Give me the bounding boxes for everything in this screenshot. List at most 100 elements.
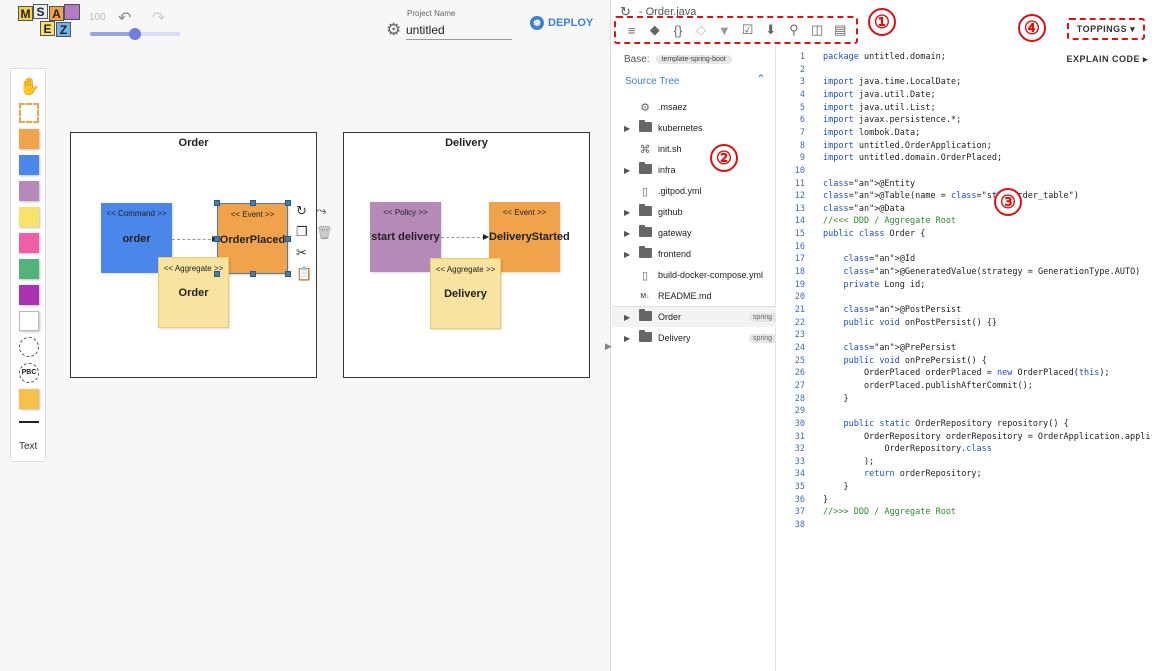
aggregate-sticky-tool[interactable] (19, 207, 39, 227)
clipboard-icon[interactable]: 📋 (296, 266, 313, 281)
issue-sticky-tool[interactable] (19, 285, 39, 305)
explain-code-button[interactable]: EXPLAIN CODE ▸ (1066, 54, 1148, 65)
aggregate-sticky-order[interactable]: << Aggregate >> Order (158, 257, 229, 328)
project-name-input[interactable] (406, 20, 512, 40)
pbc-tool-icon[interactable]: PBC (19, 363, 39, 383)
folder-icon (638, 224, 652, 240)
tree-item-build-docker-compose-yml[interactable]: ▯build-docker-compose.yml (612, 265, 776, 285)
command-event-relation[interactable] (172, 239, 216, 240)
code-line: 19 private Long id; (777, 279, 926, 292)
code-text: class="an">@Id (843, 254, 916, 265)
toppings-button[interactable]: TOPPINGS ▾ (1067, 18, 1145, 40)
project-name-label: Project Name (407, 9, 456, 18)
braces-icon[interactable]: {} (673, 22, 683, 38)
code-text: return orderRepository; (863, 469, 982, 480)
code-text: OrderPlaced orderPlaced = new OrderPlace… (823, 368, 1110, 379)
bounded-context-tool-icon[interactable] (19, 103, 39, 123)
trash-icon[interactable]: 🗑 (316, 225, 333, 240)
code-toolbar: ≡ ◆ {} ◇ ▼ ☑ ⬇ ⚲ ◫ ▤ (614, 16, 858, 44)
source-tree-header[interactable]: Source Tree (625, 76, 680, 87)
panel-collapse-toggle-icon[interactable]: ▶ (605, 341, 612, 351)
resize-handle[interactable] (285, 271, 291, 277)
policy-event-relation[interactable] (441, 237, 485, 238)
note-sticky-tool[interactable] (19, 389, 39, 409)
tree-item-readme-md[interactable]: M↓README.md (612, 286, 776, 306)
line-number: 12 (794, 191, 805, 202)
rotate-icon[interactable]: ↻ (296, 203, 307, 218)
tree-item--msaez[interactable]: ⚙.msaez (612, 97, 776, 117)
hand-pan-icon[interactable]: ✋ (19, 77, 41, 96)
event-sticky-tool[interactable] (19, 129, 39, 149)
resize-handle[interactable] (214, 236, 220, 242)
chevron-right-icon[interactable]: ▶ (624, 207, 631, 217)
diff-icon[interactable]: ◇ (696, 22, 707, 37)
resize-handle[interactable] (214, 200, 220, 206)
tree-item-frontend[interactable]: ▶frontend (612, 244, 776, 264)
policy-sticky-tool[interactable] (19, 181, 39, 201)
command-sticky-tool[interactable] (19, 155, 39, 175)
code-line: 35 } (777, 481, 849, 494)
relation-arrowhead (483, 234, 489, 240)
chevron-right-icon[interactable]: ▶ (624, 312, 631, 322)
tree-item-kubernetes[interactable]: ▶kubernetes (612, 118, 776, 138)
folder-icon (638, 203, 652, 219)
code-text: import untitled.OrderApplication; (823, 140, 992, 151)
filter-icon[interactable]: ▼ (717, 22, 731, 38)
redo-icon[interactable]: ↷ (152, 10, 166, 27)
actor-tool-icon[interactable] (19, 337, 39, 357)
copy-icon[interactable]: ❐ (296, 224, 308, 239)
code-line: 2 (777, 64, 823, 77)
policy-sticky-start-delivery[interactable]: << Policy >> start delivery (370, 202, 441, 272)
chevron-right-icon[interactable]: ▶ (624, 249, 631, 259)
file-check-icon[interactable]: ☑ (741, 22, 754, 37)
split-view-icon[interactable]: ◫ (810, 22, 824, 37)
code-text: OrderRepository orderRepository = OrderA… (823, 431, 1151, 442)
text-tool[interactable]: Text (19, 441, 38, 452)
line-number: 36 (794, 494, 805, 505)
tree-item-infra[interactable]: ▶infra (612, 160, 776, 180)
read-model-sticky-tool[interactable] (19, 259, 39, 279)
undo-icon[interactable]: ↶ (118, 10, 132, 27)
chevron-right-icon[interactable]: ▶ (624, 123, 631, 133)
external-sticky-tool[interactable] (19, 233, 39, 253)
search-icon[interactable]: ⚲ (789, 22, 799, 37)
base-template-row: Base: template-spring-boot (624, 54, 732, 65)
resize-handle[interactable] (250, 200, 256, 206)
chevron-right-icon[interactable]: ▶ (624, 333, 631, 343)
zoom-slider-knob[interactable] (129, 28, 141, 40)
aggregate-sticky-delivery[interactable]: << Aggregate >> Delivery (430, 258, 501, 329)
tree-item-github[interactable]: ▶github (612, 202, 776, 222)
resize-handle[interactable] (285, 200, 291, 206)
git-icon[interactable]: ◆ (649, 22, 660, 37)
menu-icon[interactable]: ≡ (627, 22, 636, 38)
resize-handle[interactable] (285, 236, 291, 242)
file-icon[interactable]: ▤ (834, 22, 847, 37)
resize-handle[interactable] (250, 271, 256, 277)
zoom-slider[interactable] (90, 28, 180, 40)
folder-download-icon[interactable]: ⬇ (765, 22, 777, 37)
resize-handle[interactable] (214, 271, 220, 277)
ui-sticky-tool[interactable] (19, 311, 39, 331)
scissors-icon[interactable]: ✂ (296, 245, 307, 260)
gear-icon[interactable]: ⚙ (386, 20, 402, 39)
connect-arrow-icon[interactable]: ⤳ (316, 203, 327, 218)
sticky-name: order (122, 233, 151, 245)
code-text: class="an">@Table(name = class="st">"Ord… (823, 191, 1079, 202)
terminal-icon: ⌘ (639, 143, 651, 156)
line-number: 19 (794, 279, 805, 290)
chevron-right-icon[interactable]: ▶ (624, 165, 631, 175)
line-number: 20 (794, 292, 805, 303)
chevron-right-icon[interactable]: ▶ (624, 228, 631, 238)
refresh-icon[interactable]: ↻ (620, 4, 631, 19)
tree-item--gitpod-yml[interactable]: ▯.gitpod.yml (612, 181, 776, 201)
deploy-button[interactable]: ☸ DEPLOY (530, 16, 593, 30)
code-line: 38 (777, 519, 823, 532)
tree-item-init-sh[interactable]: ⌘init.sh (612, 139, 776, 159)
tree-item-gateway[interactable]: ▶gateway (612, 223, 776, 243)
base-template-chip[interactable]: template-spring-boot (655, 55, 732, 64)
line-tool-icon[interactable] (19, 421, 39, 423)
chevron-up-icon[interactable]: ⌃ (756, 72, 767, 86)
